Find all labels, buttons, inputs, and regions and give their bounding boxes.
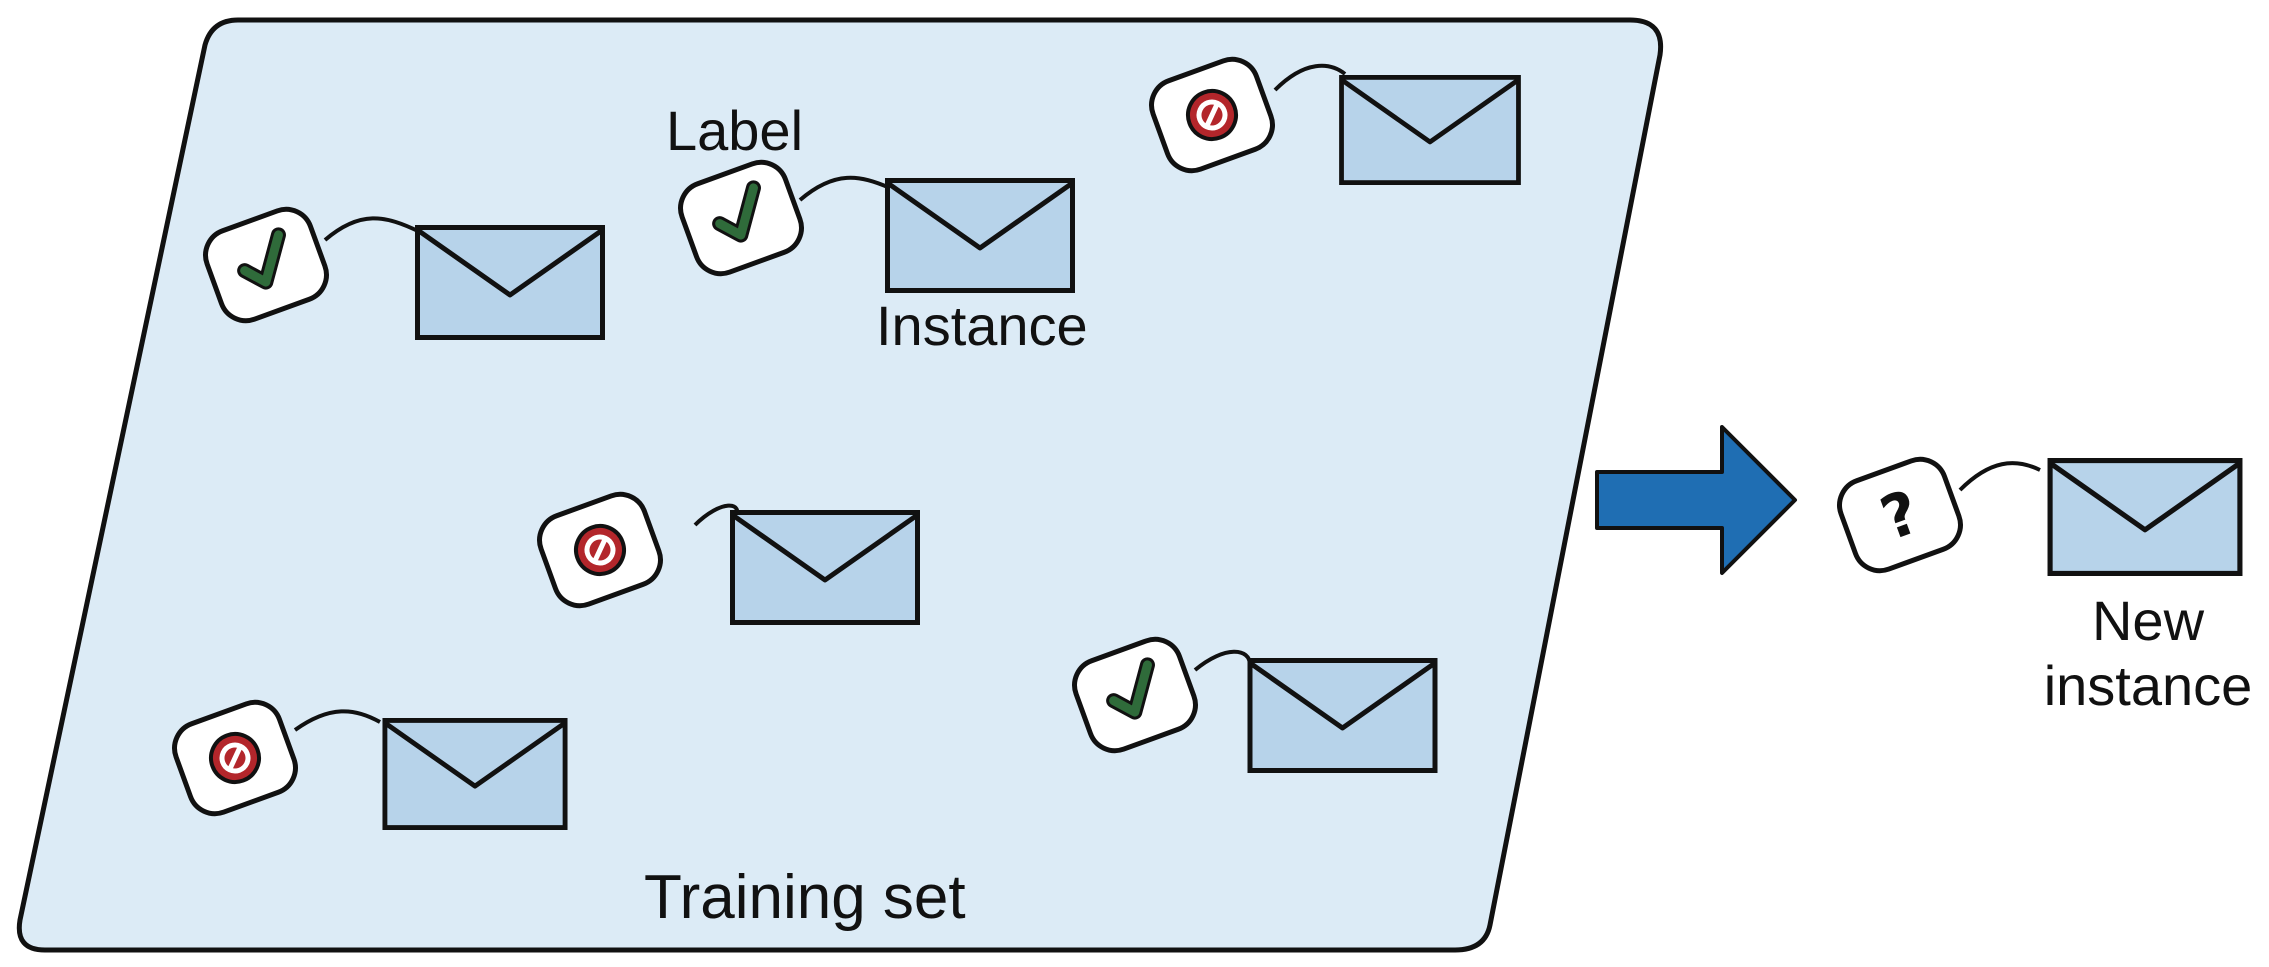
label-tag	[203, 206, 329, 324]
new-instance-caption-line1: New	[2092, 589, 2205, 652]
unknown-label-tag: ?	[1837, 456, 1963, 574]
training-pair-3	[1149, 56, 1519, 183]
envelope-icon	[733, 513, 918, 623]
no-entry-icon	[209, 732, 261, 784]
envelope-icon	[1250, 661, 1435, 771]
instance-caption: Instance	[876, 294, 1088, 357]
label-tag	[537, 491, 663, 609]
label-tag	[1072, 636, 1198, 754]
envelope-icon	[2050, 461, 2240, 574]
training-pair-1	[203, 206, 603, 338]
label-tag	[1149, 56, 1275, 174]
training-pair-4	[537, 491, 918, 623]
new-instance-pair: ?	[1837, 456, 2240, 578]
training-pair-5	[1072, 636, 1435, 771]
no-entry-icon	[574, 524, 626, 576]
label-tag	[172, 699, 298, 817]
new-instance-caption-line2: instance	[2044, 654, 2253, 717]
no-entry-icon	[1186, 89, 1238, 141]
envelope-icon	[888, 181, 1073, 291]
envelope-icon	[1342, 77, 1519, 182]
label-tag	[678, 159, 804, 277]
arrow-right-icon	[1595, 425, 1797, 575]
training-pair-6	[172, 699, 565, 828]
envelope-icon	[385, 720, 565, 827]
label-caption: Label	[666, 99, 803, 162]
training-pair-2	[678, 159, 1073, 291]
envelope-icon	[418, 228, 603, 338]
training-set-label: Training set	[644, 863, 966, 932]
